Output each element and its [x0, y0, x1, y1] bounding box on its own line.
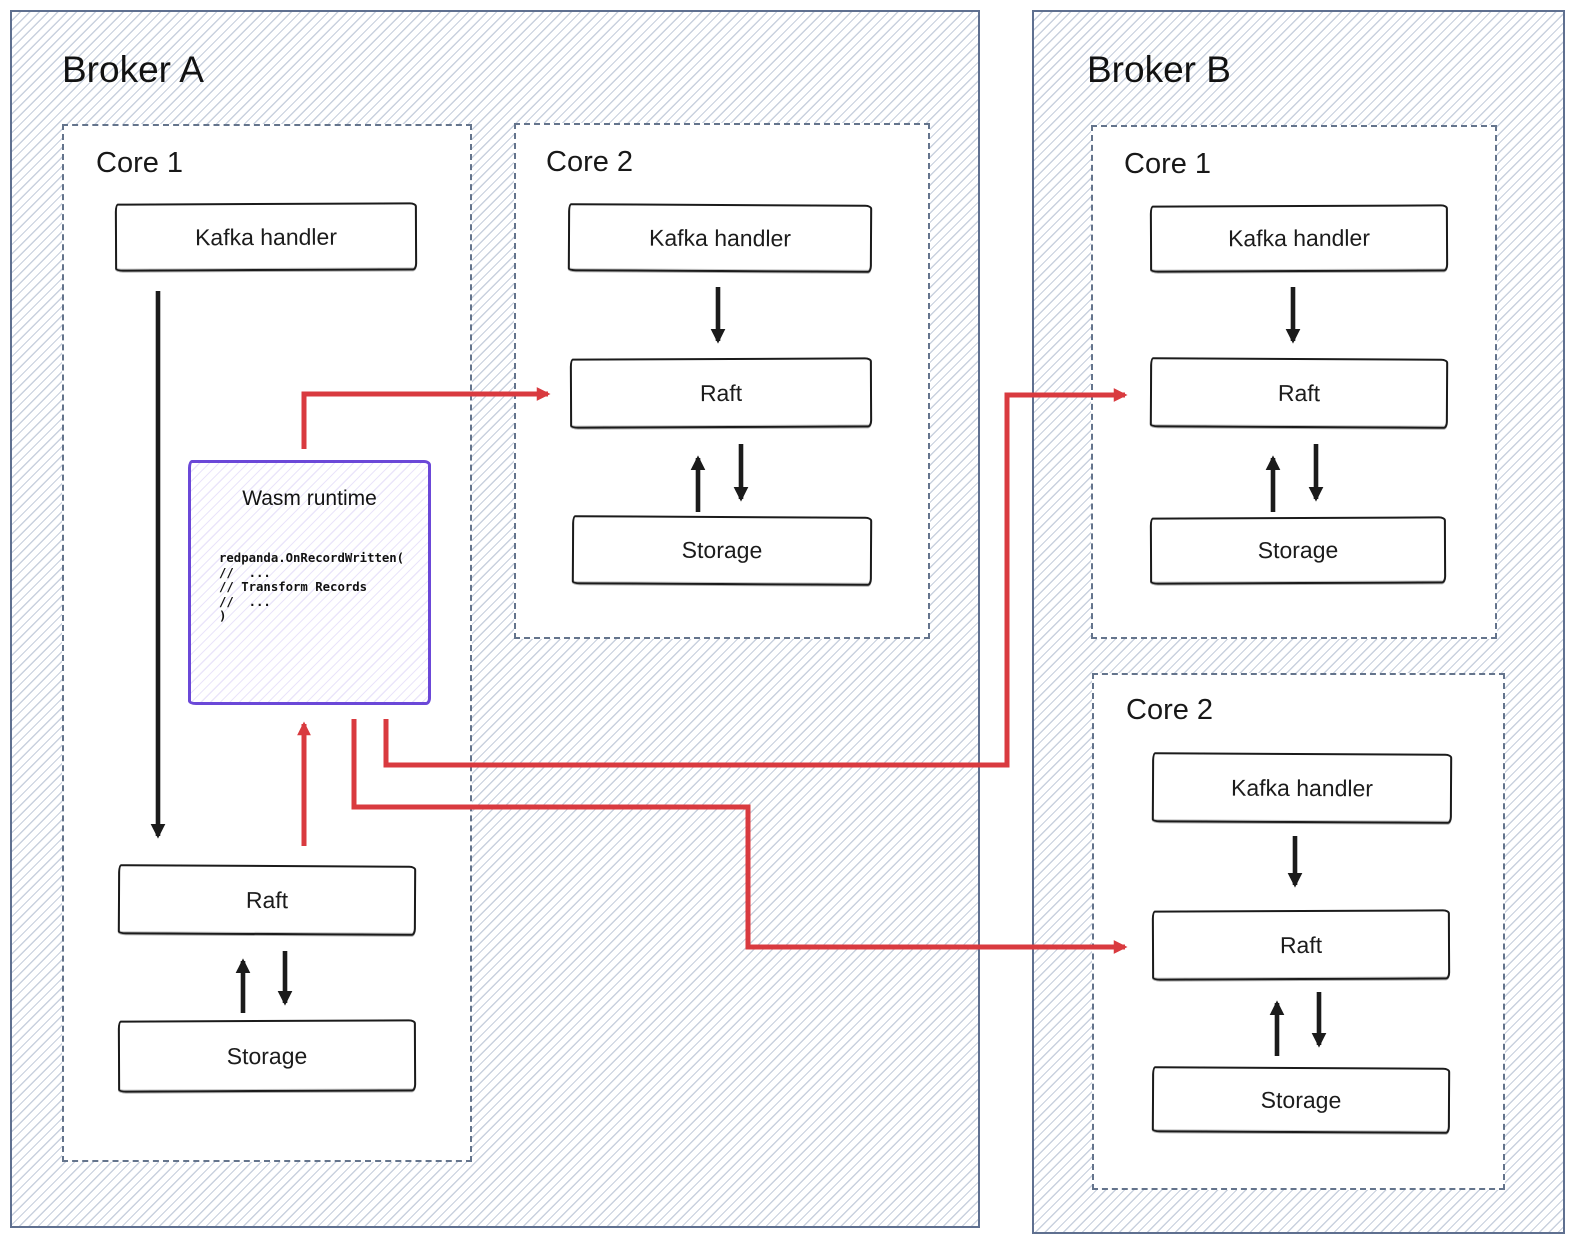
broker-b-core2-storage-node: Storage	[1151, 1066, 1451, 1134]
broker-b-core-1-label: Core 1	[1124, 148, 1212, 180]
broker-b-core1-raft-node: Raft	[1149, 357, 1449, 429]
broker-a-core2-storage-node: Storage	[571, 515, 873, 586]
broker-a-core-1-label: Core 1	[96, 147, 184, 179]
broker-b-core1-storage-node: Storage	[1149, 516, 1447, 585]
broker-a-core2-kafka-handler-node: Kafka handler	[567, 203, 873, 273]
broker-b-core2-raft-node: Raft	[1151, 909, 1451, 981]
broker-a-core2-raft-node: Raft	[569, 357, 873, 429]
broker-a-core1-kafka-handler-node: Kafka handler	[114, 202, 418, 272]
code-line: // Transform Records	[219, 580, 368, 594]
wasm-runtime-node: Wasm runtime redpanda.OnRecordWritten(//…	[188, 460, 431, 705]
broker-b-core2-kafka-handler-node: Kafka handler	[1151, 752, 1453, 824]
broker-a-core-2-label: Core 2	[546, 146, 634, 178]
code-line: // ...	[219, 594, 271, 609]
broker-a-core1-storage-node: Storage	[117, 1019, 417, 1093]
broker-b-core1-kafka-handler-node: Kafka handler	[1149, 204, 1449, 273]
wasm-runtime-code: redpanda.OnRecordWritten(// ...// Transf…	[219, 551, 404, 624]
broker-a-core1-raft-node: Raft	[117, 864, 417, 936]
code-line: )	[219, 609, 227, 623]
wasm-runtime-title: Wasm runtime	[242, 487, 377, 510]
broker-b-title: Broker B	[1087, 49, 1231, 90]
code-line: redpanda.OnRecordWritten(	[219, 551, 405, 565]
broker-a-title: Broker A	[62, 49, 204, 90]
broker-b-core-2-label: Core 2	[1126, 694, 1214, 726]
code-line: // ...	[219, 565, 271, 580]
